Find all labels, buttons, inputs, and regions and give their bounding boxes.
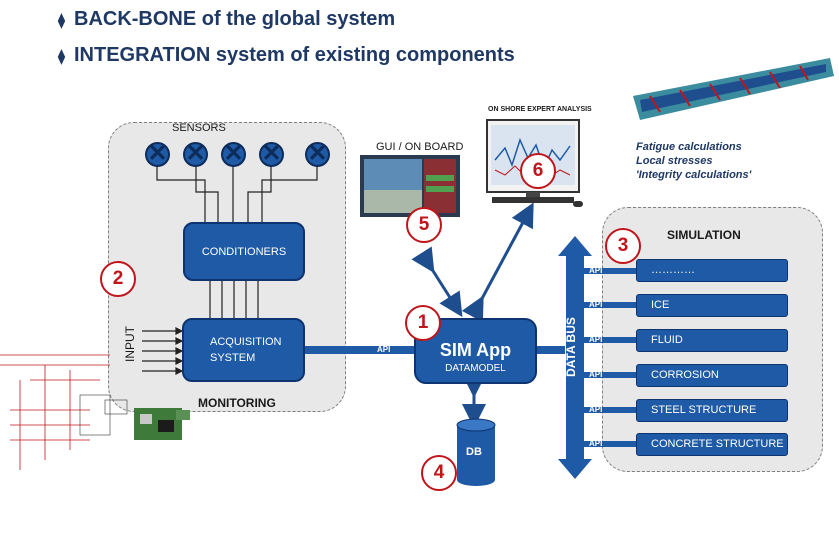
simulation-title: SIMULATION xyxy=(667,228,741,242)
diamond-bullet-icon: ⧫ xyxy=(58,12,65,28)
input-arrows xyxy=(142,327,184,375)
sensor-icon: ✕ xyxy=(183,142,208,167)
input-label: INPUT xyxy=(123,326,137,362)
sensors-label: SENSORS xyxy=(172,122,226,134)
api-label: API xyxy=(589,335,603,344)
sensor-wires xyxy=(156,162,318,318)
ship-model-image xyxy=(633,58,834,120)
marker-5: 5 xyxy=(406,207,442,243)
gui-monitor-icon xyxy=(360,155,460,217)
simulation-module-ice: ICE xyxy=(636,294,788,317)
simulation-module-fluid: FLUID xyxy=(636,329,788,352)
sensor-icon: ✕ xyxy=(305,142,330,167)
marker-6: 6 xyxy=(520,153,556,189)
marker-3: 3 xyxy=(605,228,641,264)
data-bus-arrow xyxy=(558,236,592,479)
acquisition-system-box: ACQUISITION SYSTEM xyxy=(182,318,305,382)
simulation-module-placeholder: ………… xyxy=(636,259,788,282)
circuit-schematic-text xyxy=(79,394,128,436)
diamond-bullet-icon: ⧫ xyxy=(58,48,65,64)
simulation-module-steel-structure: STEEL STRUCTURE xyxy=(636,399,788,422)
analysis-note: Fatigue calculations xyxy=(636,141,742,153)
sensor-icon: ✕ xyxy=(145,142,170,167)
sim-app-box: SIM App DATAMODEL xyxy=(414,318,537,384)
bus-api-links xyxy=(584,268,636,447)
circuit-board-image xyxy=(134,408,190,440)
monitoring-label: MONITORING xyxy=(198,396,276,410)
api-label: API xyxy=(377,345,391,354)
simulation-module-concrete-structure: CONCRETE STRUCTURE xyxy=(636,433,788,456)
onshore-analysis-label: ON SHORE EXPERT ANALYSIS xyxy=(488,106,592,113)
sim-bus-link xyxy=(537,346,565,354)
acquisition-sim-link xyxy=(305,346,415,354)
api-label: API xyxy=(589,370,603,379)
marker-2: 2 xyxy=(100,261,136,297)
bullet-backbone: ⧫BACK-BONE of the global system xyxy=(58,8,396,30)
analysis-note: 'Integrity calculations' xyxy=(636,169,752,181)
marker-4: 4 xyxy=(421,455,457,491)
analysis-note: Local stresses xyxy=(636,155,713,167)
api-label: API xyxy=(589,439,603,448)
api-label: API xyxy=(589,405,603,414)
api-label: API xyxy=(589,300,603,309)
gui-onboard-label: GUI / ON BOARD xyxy=(376,141,464,153)
database-cylinder xyxy=(456,418,496,486)
circuit-schematic-image xyxy=(0,354,110,470)
simulation-module-corrosion: CORROSION xyxy=(636,364,788,387)
api-label: API xyxy=(589,266,603,275)
db-label: DB xyxy=(466,446,482,458)
bullet-integration: ⧫INTEGRATION system of existing componen… xyxy=(58,44,515,66)
sensor-icon: ✕ xyxy=(259,142,284,167)
conditioners-box: CONDITIONERS xyxy=(183,222,305,281)
sensor-icon: ✕ xyxy=(221,142,246,167)
marker-1: 1 xyxy=(405,305,441,341)
data-bus-label: DATA BUS xyxy=(563,317,578,377)
